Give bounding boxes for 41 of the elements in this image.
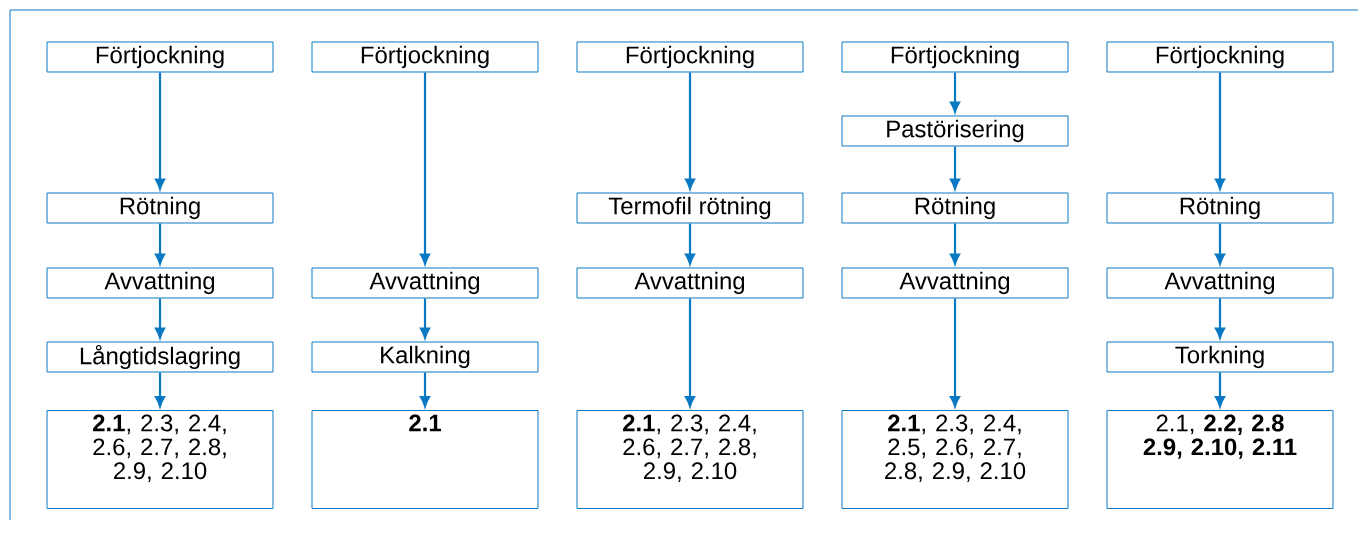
process-box: Rötning [841, 192, 1069, 224]
arrow [949, 223, 961, 265]
arrow [949, 298, 961, 408]
process-box: Förtjockning [46, 41, 274, 73]
process-box: Torkning [1106, 341, 1334, 373]
arrow [419, 372, 431, 408]
process-box: Rötning [46, 192, 274, 224]
process-box: Pastörisering [841, 115, 1069, 147]
process-box: Förtjockning [576, 41, 804, 73]
arrow [684, 223, 696, 265]
result-box: 2.1 [311, 410, 539, 509]
arrow [1214, 372, 1226, 408]
process-box: Kalkning [311, 341, 539, 373]
process-box: Termofil rötning [576, 192, 804, 224]
arrow [419, 298, 431, 339]
process-box: Avvattning [576, 267, 804, 299]
process-box: Avvattning [46, 267, 274, 299]
arrow [1214, 298, 1226, 339]
arrow [1214, 223, 1226, 265]
process-box: Avvattning [1106, 267, 1334, 299]
arrow [154, 298, 166, 339]
process-box: Förtjockning [1106, 41, 1334, 73]
arrow [949, 72, 961, 113]
arrow [154, 72, 166, 190]
process-box: Förtjockning [311, 41, 539, 73]
arrow [949, 146, 961, 190]
process-box: Långtidslagring [46, 341, 274, 373]
arrow [419, 72, 431, 265]
arrow [684, 298, 696, 408]
result-box: 2.1, 2.3, 2.4, 2.5, 2.6, 2.7, 2.8, 2.9, 2.10 [841, 410, 1069, 509]
arrow [154, 372, 166, 408]
result-box: 2.1, 2.3, 2.4, 2.6, 2.7, 2.8, 2.9, 2.10 [46, 410, 274, 509]
result-box: 2.1, 2.3, 2.4, 2.6, 2.7, 2.8, 2.9, 2.10 [576, 410, 804, 509]
result-box: 2.1, 2.2, 2.8 2.9, 2.10, 2.11 [1106, 410, 1334, 509]
process-box: Rötning [1106, 192, 1334, 224]
process-box: Förtjockning [841, 41, 1069, 73]
arrow [1214, 72, 1226, 190]
process-box: Avvattning [311, 267, 539, 299]
process-box: Avvattning [841, 267, 1069, 299]
arrow [684, 72, 696, 190]
arrow [154, 223, 166, 265]
